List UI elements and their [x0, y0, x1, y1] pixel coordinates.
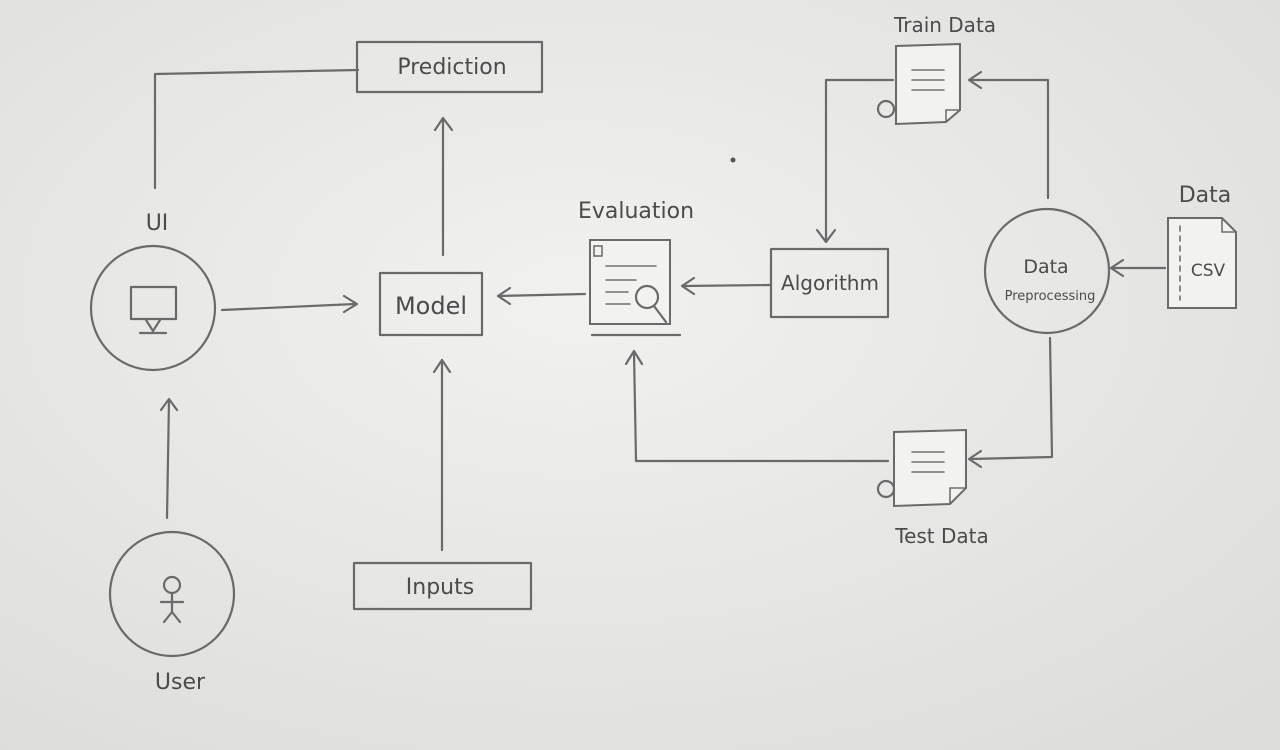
stick-figure-icon: [159, 575, 185, 624]
edge-ui-to-prediction: [153, 68, 360, 190]
node-data: Data CSV: [1167, 183, 1237, 309]
document-magnifier-icon: [589, 239, 682, 337]
pencil-dot: [730, 157, 736, 163]
model-label: Model: [395, 292, 467, 320]
inputs-label: Inputs: [406, 575, 474, 600]
node-train-data: Train Data: [876, 13, 996, 126]
node-prediction: Prediction: [355, 40, 544, 94]
prediction-label: Prediction: [397, 55, 506, 80]
data-label: Data: [1179, 183, 1232, 208]
algorithm-label: Algorithm: [781, 271, 879, 295]
node-algorithm: Algorithm: [769, 247, 890, 319]
edge-preprocessing-to-testdata: [967, 336, 1054, 469]
user-label: User: [155, 670, 206, 695]
node-test-data: Test Data: [876, 428, 989, 548]
evaluation-label: Evaluation: [578, 199, 694, 224]
node-evaluation: Evaluation: [578, 199, 694, 337]
csv-file-icon: CSV: [1167, 217, 1237, 309]
train-data-label: Train Data: [893, 13, 996, 37]
node-model: Model: [378, 271, 484, 337]
data-preprocessing-label-line1: Data: [1023, 256, 1068, 278]
monitor-icon: [129, 285, 178, 335]
node-data-preprocessing: Data Preprocessing: [983, 207, 1111, 335]
edge-model-to-prediction: [433, 116, 454, 257]
edge-inputs-to-model: [432, 358, 452, 552]
document-icon: [876, 42, 961, 126]
document-icon: [876, 428, 967, 508]
ui-label: UI: [146, 211, 169, 236]
node-ui: UI: [89, 211, 217, 372]
edge-evaluation-to-model: [496, 286, 587, 306]
test-data-label: Test Data: [894, 524, 989, 548]
csv-label: CSV: [1191, 261, 1226, 281]
edge-user-to-ui: [159, 397, 179, 520]
edge-traindata-to-algorithm: [815, 78, 895, 244]
edge-algorithm-to-evaluation: [680, 276, 772, 296]
edge-testdata-to-evaluation: [624, 349, 890, 463]
node-inputs: Inputs: [352, 561, 533, 611]
edge-ui-to-model: [220, 294, 359, 314]
edge-data-to-preprocessing: [1109, 258, 1167, 278]
edge-preprocessing-to-traindata: [967, 70, 1050, 200]
data-preprocessing-label-line2: Preprocessing: [1005, 289, 1096, 304]
node-user: User: [108, 530, 236, 695]
